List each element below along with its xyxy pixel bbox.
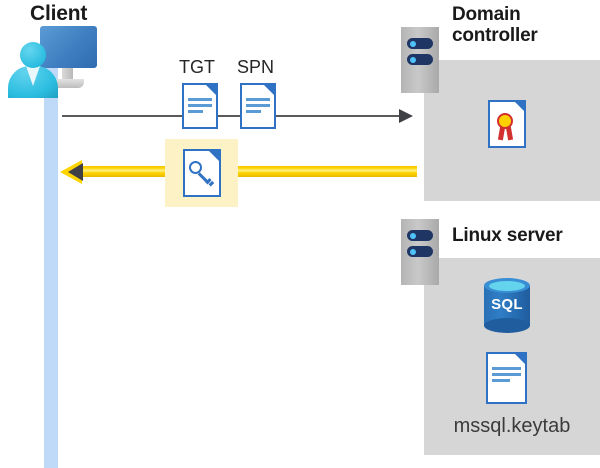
key-document-fold-icon [207,149,221,163]
tgt-document-lines [188,98,212,116]
spn-label: SPN [237,57,275,77]
server-bay-icon [407,230,433,241]
request-arrow-head-icon [399,109,413,123]
database-cylinder-top-inner [489,281,525,291]
database-cylinder-top [484,278,530,293]
spn-document-icon [240,83,276,129]
sql-database-icon: SQL [484,278,530,334]
person-head-icon [20,42,46,68]
domain-controller-server-icon [401,27,439,93]
certificate-document-icon [488,100,526,148]
key-ring-icon [189,161,202,174]
request-arrow-line [62,115,399,117]
domain-controller-title: Domain controller [452,4,538,47]
tgt-document-fold-icon [204,83,218,97]
response-arrow-line [78,166,417,177]
server-led-icon [410,248,416,255]
tgt-document-icon [182,83,218,129]
database-cylinder-bottom [484,318,530,333]
key-document-icon [183,149,221,197]
person-collar-icon [26,66,40,86]
server-bay-icon [407,54,433,65]
key-glyph-icon [189,161,215,187]
server-led-icon [410,232,416,239]
server-led-icon [410,40,416,47]
client-title: Client [30,2,88,25]
keytab-document-fold-icon [513,352,527,366]
certificate-document-fold-icon [513,100,526,113]
keytab-document-icon [486,352,527,404]
monitor-base-icon [52,79,84,88]
spn-document-fold-icon [262,83,276,97]
server-bay-icon [407,38,433,49]
monitor-neck-icon [62,68,73,81]
sql-database-label: SQL [491,296,523,313]
keytab-filename-label: mssql.keytab [453,415,571,437]
tgt-label: TGT [179,57,215,77]
client-workstation-icon [8,26,98,98]
keytab-document-lines [492,367,521,385]
certificate-seal-icon [497,113,513,129]
monitor-screen-icon [40,26,97,68]
linux-server-icon [401,219,439,285]
client-lifeline [44,60,58,468]
linux-server-title: Linux server [452,225,563,246]
response-arrow-head-icon [68,163,83,181]
spn-document-lines [246,98,270,116]
key-document-body [183,149,221,197]
server-led-icon [410,56,416,63]
server-bay-icon [407,246,433,257]
key-tooth-icon [208,180,214,187]
